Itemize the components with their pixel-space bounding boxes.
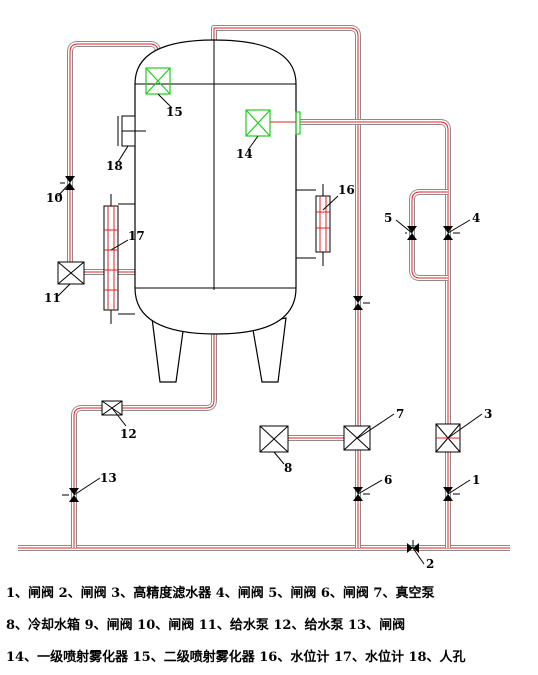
label-3: 3 — [484, 407, 492, 421]
label-18: 18 — [106, 159, 123, 173]
level-gauge-16 — [296, 184, 331, 266]
label-14: 14 — [236, 147, 253, 161]
vacuum-pump-7 — [343, 425, 371, 451]
label-1: 1 — [472, 473, 480, 487]
label-16: 16 — [338, 183, 355, 197]
label-15: 15 — [166, 105, 183, 119]
label-6: 6 — [384, 473, 392, 487]
label-13: 13 — [100, 471, 117, 485]
filter-vessel — [117, 39, 297, 383]
leader-lines — [57, 93, 483, 565]
legend-line-1: 1、闸阀 2、闸阀 3、高精度滤水器 4、闸阀 5、闸阀 6、闸阀 7、真空泵 — [6, 586, 435, 601]
gate-valve-9 — [353, 296, 370, 310]
legend-line-3: 14、一级喷射雾化器 15、二级喷射雾化器 16、水位计 17、水位计 18、人… — [6, 650, 466, 665]
legend-line-2: 8、冷却水箱 9、闸阀 10、闸阀 11、给水泵 12、给水泵 13、闸阀 — [6, 618, 406, 633]
label-10: 10 — [46, 191, 63, 205]
label-4: 4 — [472, 211, 480, 225]
label-7: 7 — [396, 407, 404, 421]
label-2: 2 — [426, 557, 434, 570]
pump-11 — [57, 261, 85, 285]
level-gauge-17 — [103, 194, 135, 324]
label-5: 5 — [384, 211, 392, 225]
gate-valve-2 — [407, 540, 419, 553]
label-11: 11 — [44, 291, 61, 305]
pipe-network — [18, 25, 510, 551]
label-8: 8 — [284, 461, 292, 475]
cooling-tank-8 — [259, 425, 289, 453]
label-17: 17 — [128, 229, 145, 243]
label-12: 12 — [120, 427, 137, 441]
process-diagram: .po { fill: none; stroke: #8a8a8a; strok… — [18, 25, 510, 570]
callout-labels: 1 2 3 4 5 6 7 8 10 11 12 13 14 15 16 17 … — [44, 105, 492, 570]
